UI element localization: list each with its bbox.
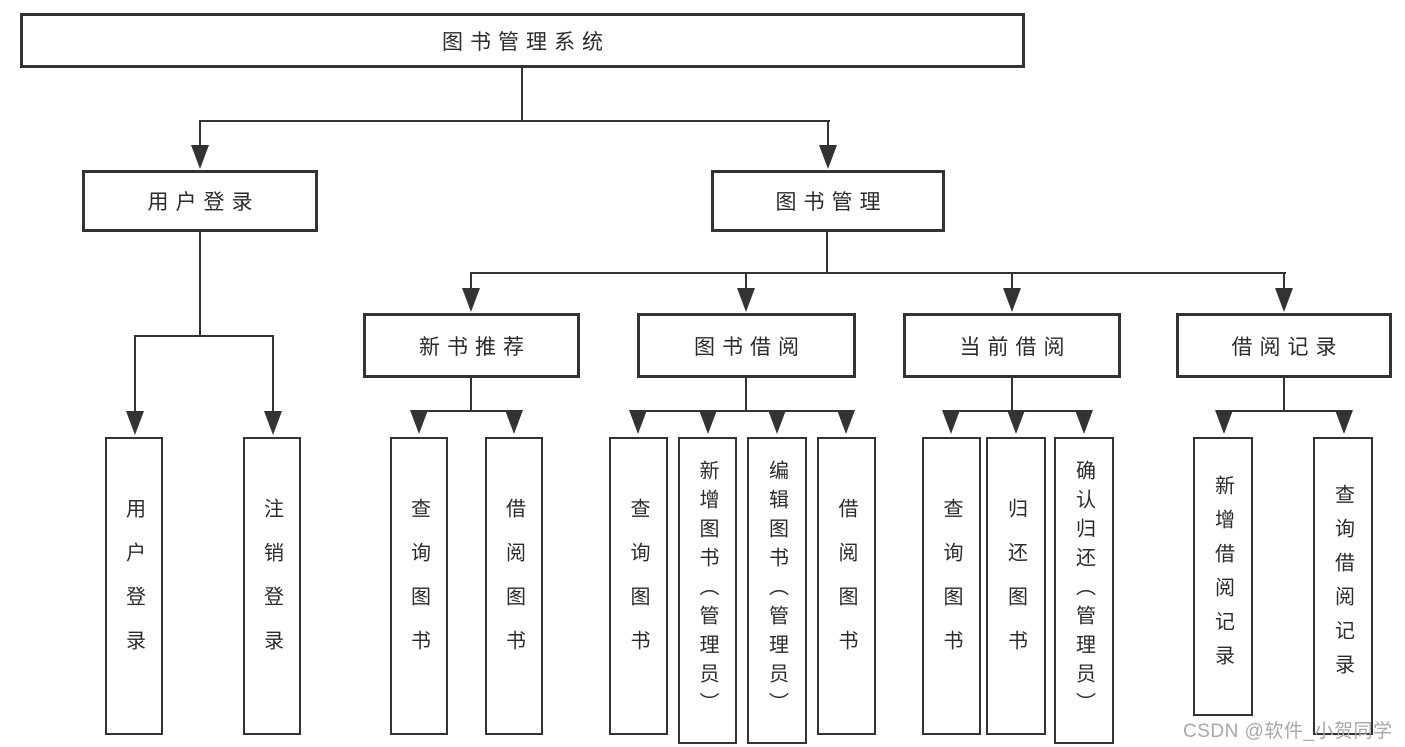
leaf-add-borrow-record: 新增借阅记录 [1193,437,1253,716]
connector-line [745,378,747,411]
connector-line [637,410,847,412]
node-library-management-system: 图书管理系统 [20,13,1025,68]
connector-line [1011,272,1013,290]
node-current-borrow: 当前借阅 [903,313,1121,378]
connector-line [1011,378,1013,411]
leaf-query-borrow-record: 查询借阅记录 [1313,437,1373,735]
arrow-down-icon [1215,410,1233,434]
arrow-down-icon [819,145,837,169]
leaf-borrow-books: 借阅图书 [817,437,876,735]
watermark: CSDN @软件_小贺同学 [1183,721,1393,742]
arrow-down-icon [126,411,144,435]
arrow-down-icon [737,288,755,312]
connector-line [1223,410,1345,412]
arrow-down-icon [1335,410,1353,434]
arrow-down-icon [942,410,960,434]
arrow-down-icon [699,410,717,434]
arrow-down-icon [768,410,786,434]
node-borrow-records: 借阅记录 [1176,313,1392,378]
arrow-down-icon [1007,410,1025,434]
connector-line [470,272,1286,274]
leaf-edit-books-admin: 编辑图书（管理员） [747,437,807,744]
arrow-down-icon [1075,410,1093,434]
connector-line [827,120,829,147]
node-book-borrow: 图书借阅 [637,313,856,378]
leaf-return-books: 归还图书 [986,437,1046,735]
connector-line [272,335,274,413]
arrow-down-icon [410,410,428,434]
connector-line [199,120,201,147]
node-user-login: 用户登录 [82,170,318,232]
connector-line [470,272,472,290]
leaf-query-books-current: 查询图书 [922,437,981,735]
arrow-down-icon [191,145,209,169]
arrow-down-icon [505,410,523,434]
arrow-down-icon [629,410,647,434]
connector-line [1283,272,1285,290]
leaf-add-books-admin: 新增图书（管理员） [678,437,737,744]
node-new-book-recommend: 新书推荐 [363,313,580,378]
connector-line [199,232,201,335]
connector-line [1283,378,1285,411]
leaf-user-login: 用户登录 [105,437,163,735]
arrow-down-icon [462,288,480,312]
arrow-down-icon [1275,288,1293,312]
leaf-query-books-recommend: 查询图书 [390,437,448,735]
connector-line [745,272,747,290]
leaf-confirm-return-admin: 确认归还（管理员） [1054,437,1114,744]
connector-line [470,378,472,411]
connector-line [826,232,828,272]
arrow-down-icon [264,411,282,435]
leaf-query-books-borrow: 查询图书 [609,437,668,735]
connector-line [418,410,516,412]
connector-line [199,120,830,122]
node-book-management: 图书管理 [711,170,945,232]
connector-line [521,68,523,120]
arrow-down-icon [1003,288,1021,312]
connector-line [134,335,136,413]
connector-line [134,335,274,337]
leaf-borrow-books-recommend: 借阅图书 [485,437,543,735]
leaf-logout: 注销登录 [243,437,301,735]
arrow-down-icon [837,410,855,434]
